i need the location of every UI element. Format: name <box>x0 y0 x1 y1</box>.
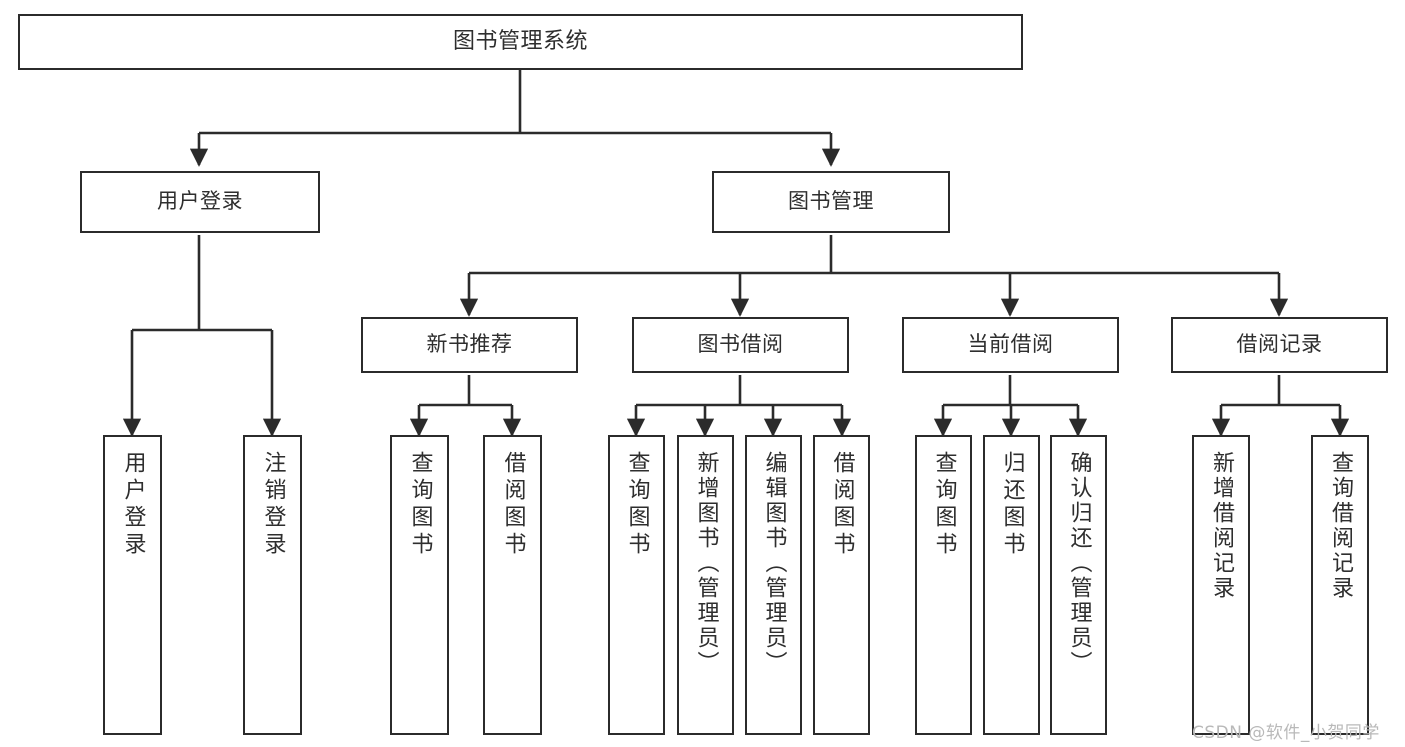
node-label: 新增借阅记录 <box>1209 451 1234 601</box>
node-label: 查询图书 <box>407 451 433 559</box>
node-label: 当前借阅 <box>967 332 1054 357</box>
node-label: 注销登录 <box>260 451 286 559</box>
node-leaf-query-book-1[interactable]: 查询图书 <box>390 435 449 735</box>
node-leaf-return-book[interactable]: 归还图书 <box>983 435 1040 735</box>
node-label: 图书借阅 <box>697 332 784 357</box>
node-label: 借阅图书 <box>829 451 855 559</box>
node-leaf-user-login[interactable]: 用户登录 <box>103 435 162 735</box>
node-current-borrow[interactable]: 当前借阅 <box>902 317 1119 373</box>
node-label: 确认归还（管理员） <box>1066 451 1092 676</box>
node-leaf-query-book-2[interactable]: 查询图书 <box>608 435 665 735</box>
node-label: 编辑图书（管理员） <box>761 451 787 676</box>
node-book-management[interactable]: 图书管理 <box>712 171 950 233</box>
node-label: 查询图书 <box>624 451 650 559</box>
node-leaf-confirm-return-admin[interactable]: 确认归还（管理员） <box>1050 435 1107 735</box>
csdn-watermark: CSDN @软件_小贺同学 <box>1192 723 1380 743</box>
node-leaf-borrow-book-2[interactable]: 借阅图书 <box>813 435 870 735</box>
node-book-borrow[interactable]: 图书借阅 <box>632 317 849 373</box>
node-leaf-add-borrow-record[interactable]: 新增借阅记录 <box>1192 435 1250 735</box>
node-new-book-recommend[interactable]: 新书推荐 <box>361 317 578 373</box>
node-label: 查询借阅记录 <box>1328 451 1353 601</box>
node-label: 查询图书 <box>931 451 957 559</box>
node-leaf-edit-book-admin[interactable]: 编辑图书（管理员） <box>745 435 802 735</box>
node-label: 用户登录 <box>157 189 243 214</box>
node-label: 借阅记录 <box>1236 332 1323 357</box>
node-label: 新书推荐 <box>426 332 513 357</box>
node-leaf-add-book-admin[interactable]: 新增图书（管理员） <box>677 435 734 735</box>
node-label: 借阅图书 <box>500 451 526 559</box>
node-borrow-record[interactable]: 借阅记录 <box>1171 317 1388 373</box>
node-label: 新增图书（管理员） <box>693 451 719 676</box>
node-root-book-management-system[interactable]: 图书管理系统 <box>18 14 1023 70</box>
node-leaf-query-borrow-record[interactable]: 查询借阅记录 <box>1311 435 1369 735</box>
node-label: 图书管理 <box>788 189 874 214</box>
node-label: 图书管理系统 <box>452 28 588 54</box>
node-leaf-query-book-3[interactable]: 查询图书 <box>915 435 972 735</box>
node-label: 归还图书 <box>999 451 1025 559</box>
node-leaf-borrow-book-1[interactable]: 借阅图书 <box>483 435 542 735</box>
node-user-login[interactable]: 用户登录 <box>80 171 320 233</box>
node-leaf-logout-login[interactable]: 注销登录 <box>243 435 302 735</box>
node-label: 用户登录 <box>120 451 146 559</box>
